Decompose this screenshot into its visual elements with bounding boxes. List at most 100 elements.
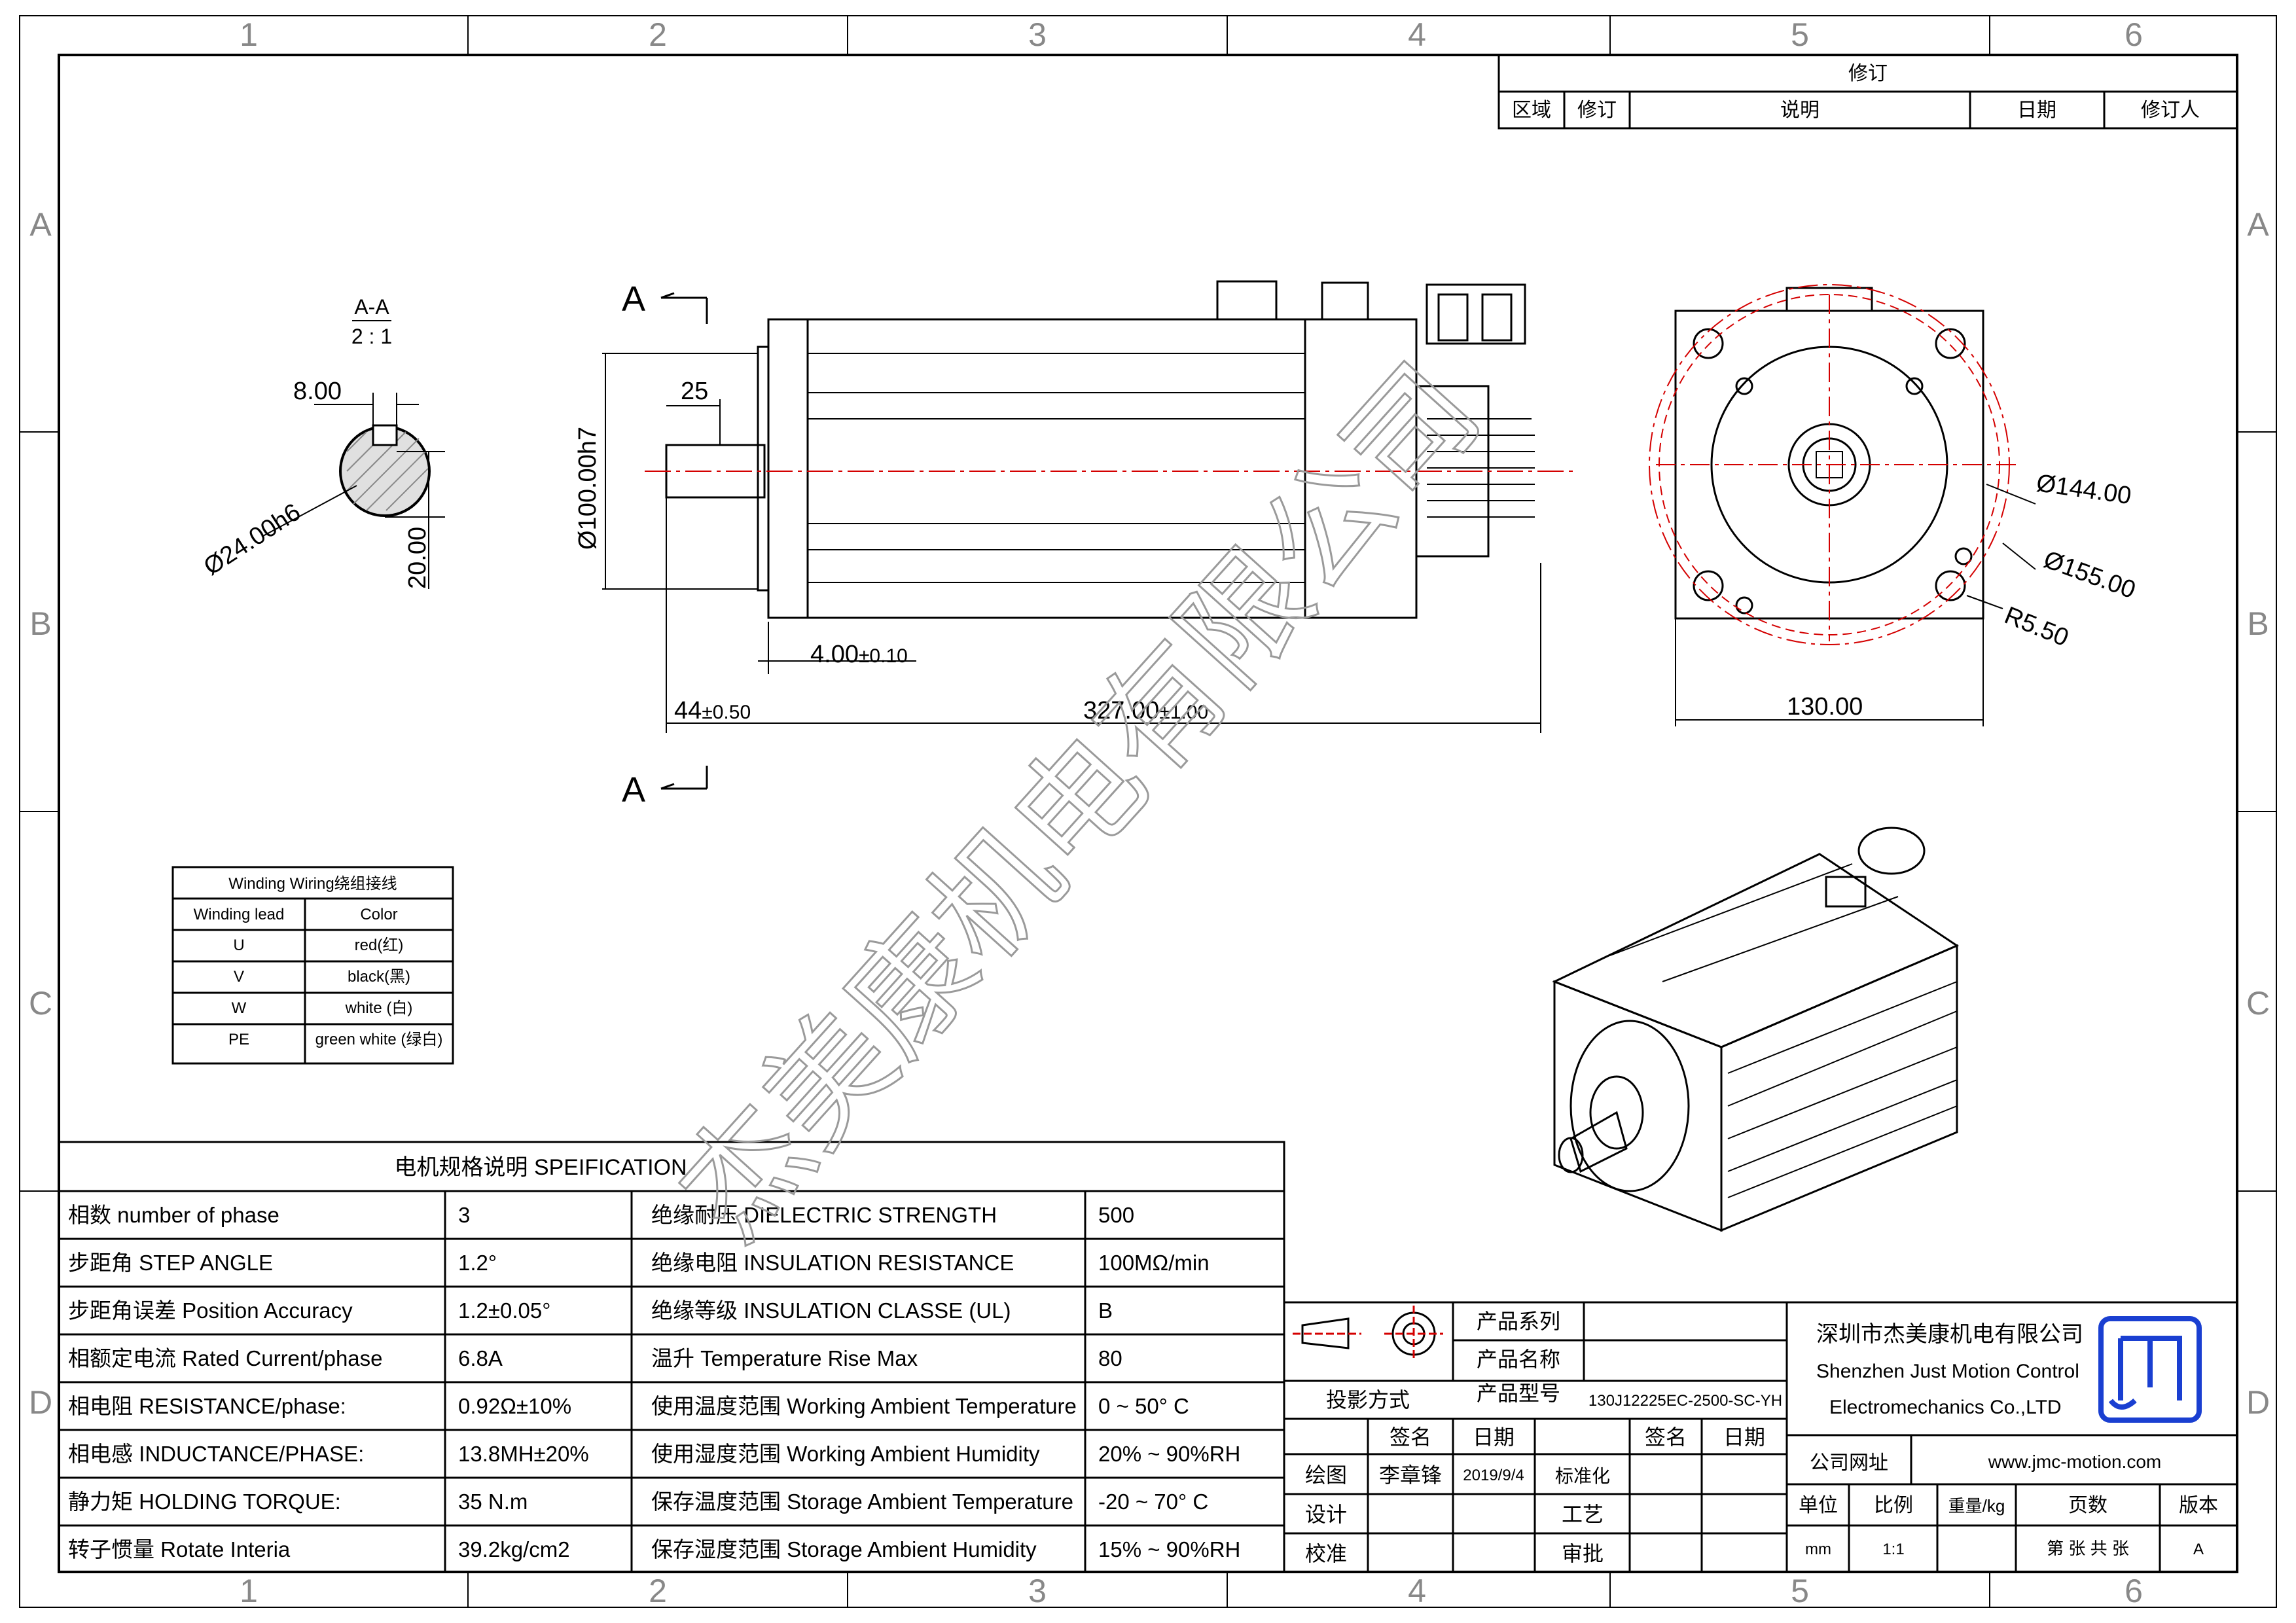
spec-value-2: 0 ~ 50° C xyxy=(1098,1394,1189,1418)
col-label-bottom: 3 xyxy=(1028,1573,1047,1609)
weight-label: 重量/kg xyxy=(1948,1496,2005,1516)
winding-table: Winding Wiring绕组接线 Winding lead Color U … xyxy=(171,866,454,1065)
cut-plane-markers: A A xyxy=(622,279,708,810)
drawn-label: 绘图 xyxy=(1305,1463,1347,1487)
winding-header-lead: Winding lead xyxy=(194,906,285,923)
side-view-dimensions xyxy=(602,353,1541,733)
row-label-left: D xyxy=(29,1384,52,1421)
projection-symbol-icon xyxy=(1293,1306,1443,1361)
unit-label: 单位 xyxy=(1799,1495,1838,1516)
spec-value: 35 N.m xyxy=(458,1489,528,1514)
spec-param: 相电阻 RESISTANCE/phase: xyxy=(68,1394,346,1418)
dim-shaft-length-value: 44 xyxy=(674,697,702,724)
tapped-hole xyxy=(1735,377,1753,395)
row-label-left: C xyxy=(29,985,52,1022)
winding-color: green white (绿白) xyxy=(315,1031,443,1048)
col-label-bottom: 5 xyxy=(1791,1573,1809,1609)
spec-param-2: 温升 Temperature Rise Max xyxy=(651,1346,918,1370)
revision-header-desc: 说明 xyxy=(1780,99,1820,121)
winding-title: Winding Wiring绕组接线 xyxy=(228,875,397,893)
company-watermark: 杰美康机电有限公司 xyxy=(651,338,1507,1266)
spec-value: 1.2±0.05° xyxy=(458,1298,550,1323)
version-value: A xyxy=(2193,1541,2204,1558)
company-name-cn: 深圳市杰美康机电有限公司 xyxy=(1816,1322,2083,1347)
connector-top-3 xyxy=(1426,283,1526,345)
col-label-top: 3 xyxy=(1028,16,1047,53)
spec-param: 静力矩 HOLDING TORQUE: xyxy=(68,1489,341,1514)
process-label: 工艺 xyxy=(1562,1503,1604,1526)
front-view-dim-text: Ø144.00 Ø155.00 R5.50 130.00 xyxy=(1787,469,2139,721)
winding-color: red(红) xyxy=(355,936,404,954)
revision-title: 修订 xyxy=(1848,63,1888,84)
dim-spigot-depth-tol: ±0.10 xyxy=(859,645,908,667)
spec-value-2: -20 ~ 70° C xyxy=(1098,1489,1208,1514)
mount-hole xyxy=(1693,570,1724,601)
spec-value: 0.92Ω±10% xyxy=(458,1394,571,1418)
dim-pcd-inner: Ø144.00 xyxy=(2035,469,2133,510)
unit-value: mm xyxy=(1805,1541,1831,1558)
dim-spigot-depth-value: 4.00 xyxy=(810,641,859,668)
front-view-centerlines xyxy=(1649,284,2016,645)
section-scale: 2 : 1 xyxy=(351,325,392,348)
sign-header: 签名 xyxy=(1390,1425,1431,1449)
side-view-dim-text: 25 Ø100.00h7 4.00±0.10 44±0.50 327.00±1.… xyxy=(574,378,1208,724)
row-label-left: A xyxy=(29,206,52,243)
row-label-right: B xyxy=(2247,605,2269,642)
col-label-bottom: 1 xyxy=(240,1573,258,1609)
title-block: 投影方式 产品系列 产品名称 产品型号 130J12225EC-2500-SC-… xyxy=(1283,1301,2238,1573)
row-label-right: A xyxy=(2247,206,2269,243)
col-label-top: 5 xyxy=(1791,16,1809,53)
spec-value-2: 100MΩ/min xyxy=(1098,1251,1210,1275)
col-label-top: 1 xyxy=(240,16,258,53)
scale-label: 比例 xyxy=(1874,1495,1913,1516)
spec-value-2: 15% ~ 90%RH xyxy=(1098,1537,1240,1561)
spec-param-2: 绝缘等级 INSULATION CLASSE (UL) xyxy=(651,1298,1011,1323)
revision-header-rev: 修订 xyxy=(1577,99,1617,121)
col-label-top: 2 xyxy=(649,16,667,53)
spec-value: 39.2kg/cm2 xyxy=(458,1537,570,1561)
dim-body-length-tol: ±1.00 xyxy=(1159,702,1208,723)
dim-spigot-dia: Ø100.00h7 xyxy=(574,427,601,550)
winding-lead: V xyxy=(234,968,244,986)
dim-pcd-outer: Ø155.00 xyxy=(2040,546,2139,604)
spec-value-2: 20% ~ 90%RH xyxy=(1098,1442,1240,1466)
mount-hole xyxy=(1693,328,1724,359)
frame-labels: 1 2 3 4 5 6 1 2 3 4 5 6 A B C D A B C D xyxy=(29,16,2270,1609)
winding-color: white (白) xyxy=(345,999,413,1017)
date-header: 日期 xyxy=(1473,1425,1515,1449)
company-name-en-2: Electromechanics Co.,LTD xyxy=(1829,1397,2062,1418)
spec-param-2: 使用湿度范围 Working Ambient Humidity xyxy=(651,1442,1040,1466)
company-logo-icon xyxy=(2098,1316,2202,1423)
section-view-aa: A-A 2 : 1 8.00 Ø24.00h6 20.00 xyxy=(199,295,445,589)
revision-header-reviser: 修订人 xyxy=(2141,99,2200,121)
col-label-bottom: 6 xyxy=(2125,1573,2143,1609)
spec-value-2: B xyxy=(1098,1298,1113,1323)
spec-value: 13.8MH±20% xyxy=(458,1442,589,1466)
row-label-right: D xyxy=(2246,1384,2270,1421)
key-slot xyxy=(372,424,398,446)
standard-label: 标准化 xyxy=(1555,1466,1610,1486)
front-view-dimensions xyxy=(1675,484,2036,726)
spec-param: 转子惯量 Rotate Interia xyxy=(68,1537,291,1561)
pages-label: 页数 xyxy=(2068,1495,2108,1516)
spec-param-2: 绝缘电阻 INSULATION RESISTANCE xyxy=(651,1251,1014,1275)
dim-spigot-depth: 4.00±0.10 xyxy=(810,641,908,668)
col-label-bottom: 4 xyxy=(1408,1573,1426,1609)
website-label: 公司网址 xyxy=(1810,1452,1888,1474)
cut-label-top: A xyxy=(622,279,645,319)
winding-lead: PE xyxy=(228,1031,249,1048)
mount-hole xyxy=(1935,570,1966,601)
spec-param: 相数 number of phase xyxy=(68,1203,279,1227)
dim-hole-radius: R5.50 xyxy=(2001,601,2073,652)
dim-body-length-value: 327.00 xyxy=(1083,697,1159,724)
approve-label: 审批 xyxy=(1562,1542,1604,1565)
winding-color: black(黑) xyxy=(348,968,410,986)
date-header-2: 日期 xyxy=(1723,1425,1765,1449)
spigot xyxy=(757,346,770,592)
col-label-bottom: 2 xyxy=(649,1573,667,1609)
mount-hole xyxy=(1935,328,1966,359)
revision-table: 修订 区域 修订 说明 日期 修订人 xyxy=(1498,54,2238,130)
winding-header-color: Color xyxy=(360,906,397,923)
front-flange xyxy=(767,318,809,619)
